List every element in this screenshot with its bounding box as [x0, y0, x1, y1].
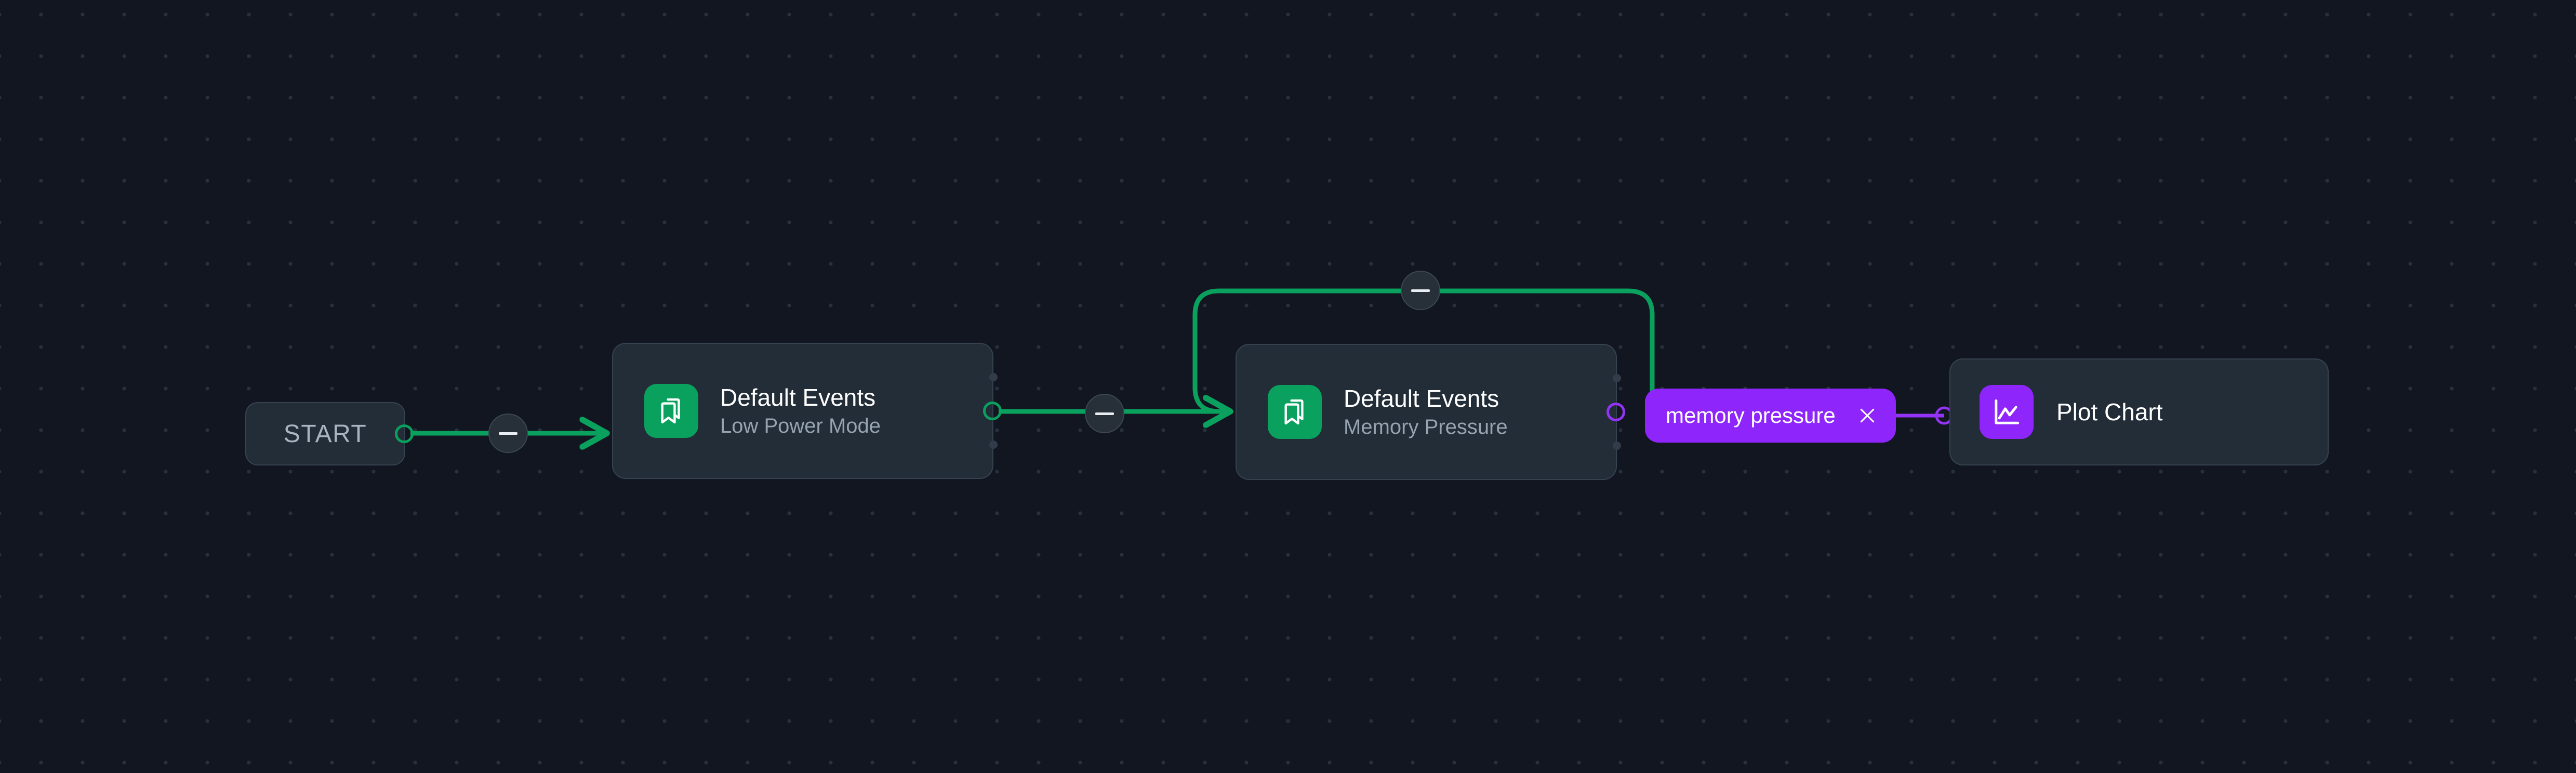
edge-collapse-button-events1-to-events2[interactable] [1085, 394, 1124, 433]
node-output-handle[interactable] [983, 402, 1002, 420]
node-handle-dot-top[interactable] [1613, 374, 1621, 382]
node-title: Default Events [1344, 384, 1499, 412]
node-handle-dot-top[interactable] [989, 373, 998, 381]
node-text-block: Default Events Low Power Mode [720, 385, 881, 437]
bookmarks-icon [1268, 385, 1322, 439]
chip-label: memory pressure [1666, 403, 1836, 428]
line-chart-icon [1980, 385, 2034, 439]
node-subtitle: Memory Pressure [1344, 416, 1508, 439]
node-title: Plot Chart [2056, 398, 2163, 425]
minus-icon [1095, 412, 1114, 415]
minus-icon [499, 432, 517, 435]
node-default-events-low-power-mode[interactable]: Default Events Low Power Mode [612, 343, 1002, 479]
minus-icon [1411, 289, 1430, 292]
node-title: Default Events [720, 383, 876, 411]
node-start-label: START [283, 420, 367, 448]
node-text-block: Default Events Memory Pressure [1344, 386, 1508, 438]
close-icon[interactable] [1856, 405, 1878, 427]
node-default-events-memory-pressure[interactable]: Default Events Memory Pressure [1236, 344, 1625, 480]
node-subtitle: Low Power Mode [720, 415, 881, 438]
edge-collapse-button-loop[interactable] [1401, 271, 1440, 310]
bookmarks-icon [644, 384, 698, 438]
node-handle-dot-bottom[interactable] [1613, 442, 1621, 450]
edge-collapse-button-start-to-events1[interactable] [488, 414, 528, 453]
node-handle-dot-bottom[interactable] [989, 441, 998, 449]
node-start[interactable]: START [245, 402, 414, 465]
edge-loop-events2-output-to-events2-input[interactable] [1192, 288, 1655, 418]
start-output-handle[interactable] [395, 424, 414, 443]
memory-pressure-chip[interactable]: memory pressure [1645, 389, 1896, 443]
node-output-handle[interactable] [1606, 403, 1625, 421]
node-plot-chart[interactable]: Plot Chart [1949, 358, 2329, 465]
